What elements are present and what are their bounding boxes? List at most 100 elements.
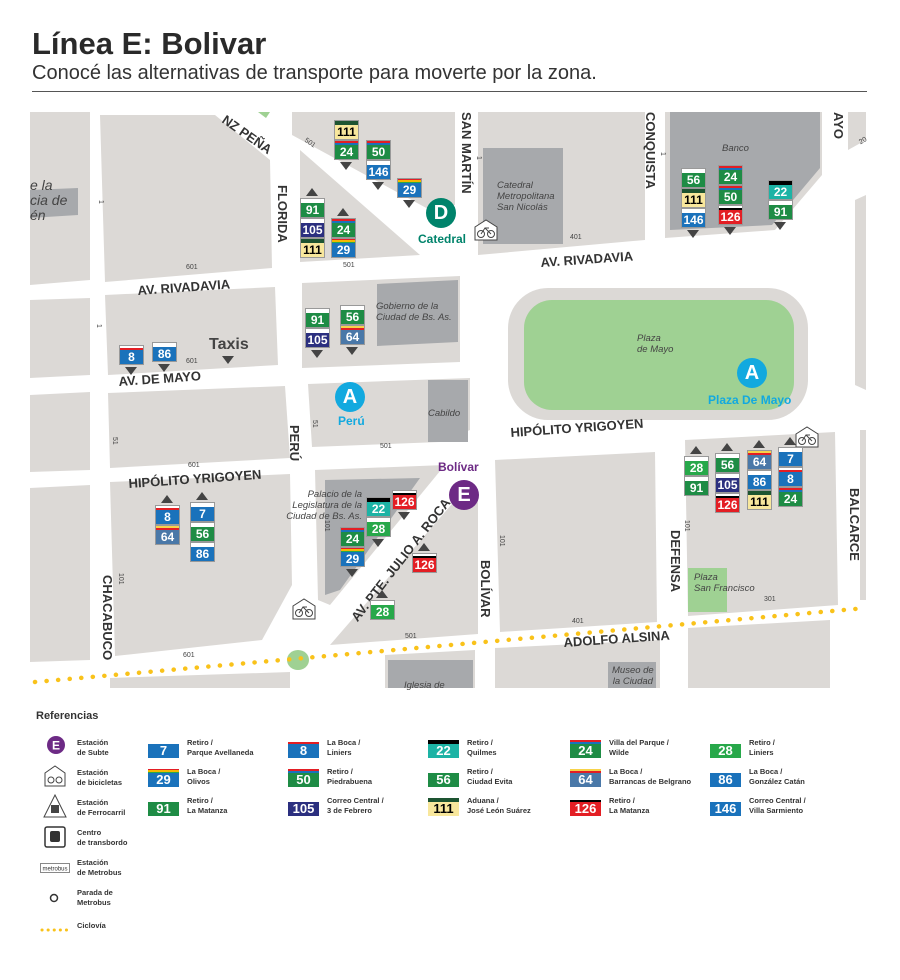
legend-route-28-badge[interactable]: 28 bbox=[710, 740, 741, 758]
legend-route-105-badge[interactable]: 105 bbox=[288, 798, 319, 816]
bus-route-111-badge[interactable]: 111 bbox=[300, 238, 325, 258]
metrobus-stop-icon bbox=[49, 890, 59, 908]
legend-route-64-badge[interactable]: 64 bbox=[570, 769, 601, 787]
bus-route-91-badge[interactable]: 91 bbox=[768, 200, 793, 220]
route-number: 146 bbox=[710, 802, 741, 816]
legend-route-56-badge[interactable]: 56 bbox=[428, 769, 459, 787]
legend-symbol-label: Estación de Subte bbox=[77, 738, 109, 757]
building-label-legislatura_left: e la cia de én bbox=[30, 177, 68, 223]
bus-route-7-badge[interactable]: 7 bbox=[778, 447, 803, 467]
bus-route-28-badge[interactable]: 28 bbox=[366, 517, 391, 537]
street-label-chacabuco: CHACABUCO bbox=[100, 575, 115, 661]
legend-symbol-label: Ciclovía bbox=[77, 921, 106, 930]
bus-route-111-badge[interactable]: 111 bbox=[747, 490, 772, 510]
route-number: 105 bbox=[288, 802, 319, 816]
bus-route-105-badge[interactable]: 105 bbox=[300, 218, 325, 238]
legend-route-111-badge[interactable]: 111 bbox=[428, 798, 459, 816]
bus-route-126-badge[interactable]: 126 bbox=[718, 205, 743, 225]
street-label-mayo: AYO bbox=[831, 112, 846, 139]
page-subtitle: Conocé las alternativas de transporte pa… bbox=[32, 62, 597, 84]
bus-route-29-badge[interactable]: 29 bbox=[340, 547, 365, 567]
bus-route-22-badge[interactable]: 22 bbox=[366, 497, 391, 517]
bus-route-8-badge[interactable]: 8 bbox=[119, 345, 144, 365]
bus-route-24-badge[interactable]: 24 bbox=[340, 527, 365, 547]
bus-route-91-badge[interactable]: 91 bbox=[684, 476, 709, 496]
legend-route-126-badge[interactable]: 126 bbox=[570, 798, 601, 816]
bus-route-126-badge[interactable]: 126 bbox=[412, 553, 437, 573]
bus-route-86-badge[interactable]: 86 bbox=[152, 342, 177, 362]
legend-route-destination: Correo Central / Villa Sarmiento bbox=[749, 796, 806, 815]
bus-route-24-badge[interactable]: 24 bbox=[778, 487, 803, 507]
bus-route-50-badge[interactable]: 50 bbox=[366, 140, 391, 160]
bus-stop-down-arrow-icon bbox=[125, 367, 137, 375]
bus-route-86-badge[interactable]: 86 bbox=[190, 542, 215, 562]
bike-station-icon[interactable] bbox=[474, 219, 498, 246]
route-number: 64 bbox=[748, 455, 771, 469]
subte-peru-icon[interactable]: A bbox=[335, 382, 365, 412]
route-number: 28 bbox=[685, 461, 708, 475]
bus-route-24-badge[interactable]: 24 bbox=[718, 165, 743, 185]
bus-route-126-badge[interactable]: 126 bbox=[392, 490, 417, 510]
legend-symbol-label: Estación de bicicletas bbox=[77, 768, 123, 787]
bus-route-56-badge[interactable]: 56 bbox=[715, 453, 740, 473]
bus-route-56-badge[interactable]: 56 bbox=[681, 168, 706, 188]
legend-route-91-badge[interactable]: 91 bbox=[148, 798, 179, 816]
legend-route-8-badge[interactable]: 8 bbox=[288, 740, 319, 758]
bus-route-111-badge[interactable]: 111 bbox=[681, 188, 706, 208]
bus-route-64-badge[interactable]: 64 bbox=[340, 325, 365, 345]
subte-catedral-icon[interactable]: D bbox=[426, 198, 456, 228]
street-label-peru: PERÚ bbox=[287, 425, 302, 462]
bus-route-22-badge[interactable]: 22 bbox=[768, 180, 793, 200]
bus-route-24-badge[interactable]: 24 bbox=[331, 218, 356, 238]
subte-plaza_mayo-icon[interactable]: A bbox=[737, 358, 767, 388]
legend-route-destination: Retiro / La Matanza bbox=[187, 796, 228, 815]
legend-route-146-badge[interactable]: 146 bbox=[710, 798, 741, 816]
bus-route-111-badge[interactable]: 111 bbox=[334, 120, 359, 140]
legend-route-29-badge[interactable]: 29 bbox=[148, 769, 179, 787]
legend-route-86-badge[interactable]: 86 bbox=[710, 769, 741, 787]
legend-route-22-badge[interactable]: 22 bbox=[428, 740, 459, 758]
legend-route-destination: La Boca / Olivos bbox=[187, 767, 221, 786]
bus-route-56-badge[interactable]: 56 bbox=[340, 305, 365, 325]
bus-route-146-badge[interactable]: 146 bbox=[366, 160, 391, 180]
bus-route-8-badge[interactable]: 8 bbox=[778, 467, 803, 487]
bus-route-64-badge[interactable]: 64 bbox=[155, 525, 180, 545]
bus-route-24-badge[interactable]: 24 bbox=[334, 140, 359, 160]
bus-route-29-badge[interactable]: 29 bbox=[331, 238, 356, 258]
street-number: 501 bbox=[405, 633, 417, 640]
route-number: 105 bbox=[301, 223, 324, 237]
bus-route-91-badge[interactable]: 91 bbox=[300, 198, 325, 218]
legend-route-destination: Villa del Parque / Wilde bbox=[609, 738, 669, 757]
bus-route-29-badge[interactable]: 29 bbox=[397, 178, 422, 198]
bus-route-28-badge[interactable]: 28 bbox=[370, 600, 395, 620]
bus-route-146-badge[interactable]: 146 bbox=[681, 208, 706, 228]
bus-route-64-badge[interactable]: 64 bbox=[747, 450, 772, 470]
route-number: 8 bbox=[288, 744, 319, 758]
bike-station-icon[interactable] bbox=[292, 598, 316, 625]
bus-route-86-badge[interactable]: 86 bbox=[747, 470, 772, 490]
legend-route-50-badge[interactable]: 50 bbox=[288, 769, 319, 787]
bus-stop-up-arrow-icon bbox=[161, 495, 173, 503]
subte-e-icon: E bbox=[46, 735, 66, 760]
route-number: 28 bbox=[367, 522, 390, 536]
route-number: 105 bbox=[306, 333, 329, 347]
route-number: 24 bbox=[779, 492, 802, 506]
subte-bolivar-icon[interactable]: E bbox=[449, 480, 479, 510]
bike-station-icon[interactable] bbox=[795, 426, 819, 453]
bus-route-7-badge[interactable]: 7 bbox=[190, 502, 215, 522]
street-number: 101 bbox=[323, 520, 330, 532]
bus-route-105-badge[interactable]: 105 bbox=[305, 328, 330, 348]
bus-route-8-badge[interactable]: 8 bbox=[155, 505, 180, 525]
bus-route-28-badge[interactable]: 28 bbox=[684, 456, 709, 476]
train-station-icon bbox=[43, 793, 67, 823]
route-number: 56 bbox=[682, 173, 705, 187]
street-number: 601 bbox=[186, 264, 198, 271]
bus-route-50-badge[interactable]: 50 bbox=[718, 185, 743, 205]
route-number: 29 bbox=[341, 552, 364, 566]
legend-route-24-badge[interactable]: 24 bbox=[570, 740, 601, 758]
legend-route-7-badge[interactable]: 7 bbox=[148, 740, 179, 758]
bus-route-105-badge[interactable]: 105 bbox=[715, 473, 740, 493]
bus-route-91-badge[interactable]: 91 bbox=[305, 308, 330, 328]
bus-route-126-badge[interactable]: 126 bbox=[715, 493, 740, 513]
bus-route-56-badge[interactable]: 56 bbox=[190, 522, 215, 542]
